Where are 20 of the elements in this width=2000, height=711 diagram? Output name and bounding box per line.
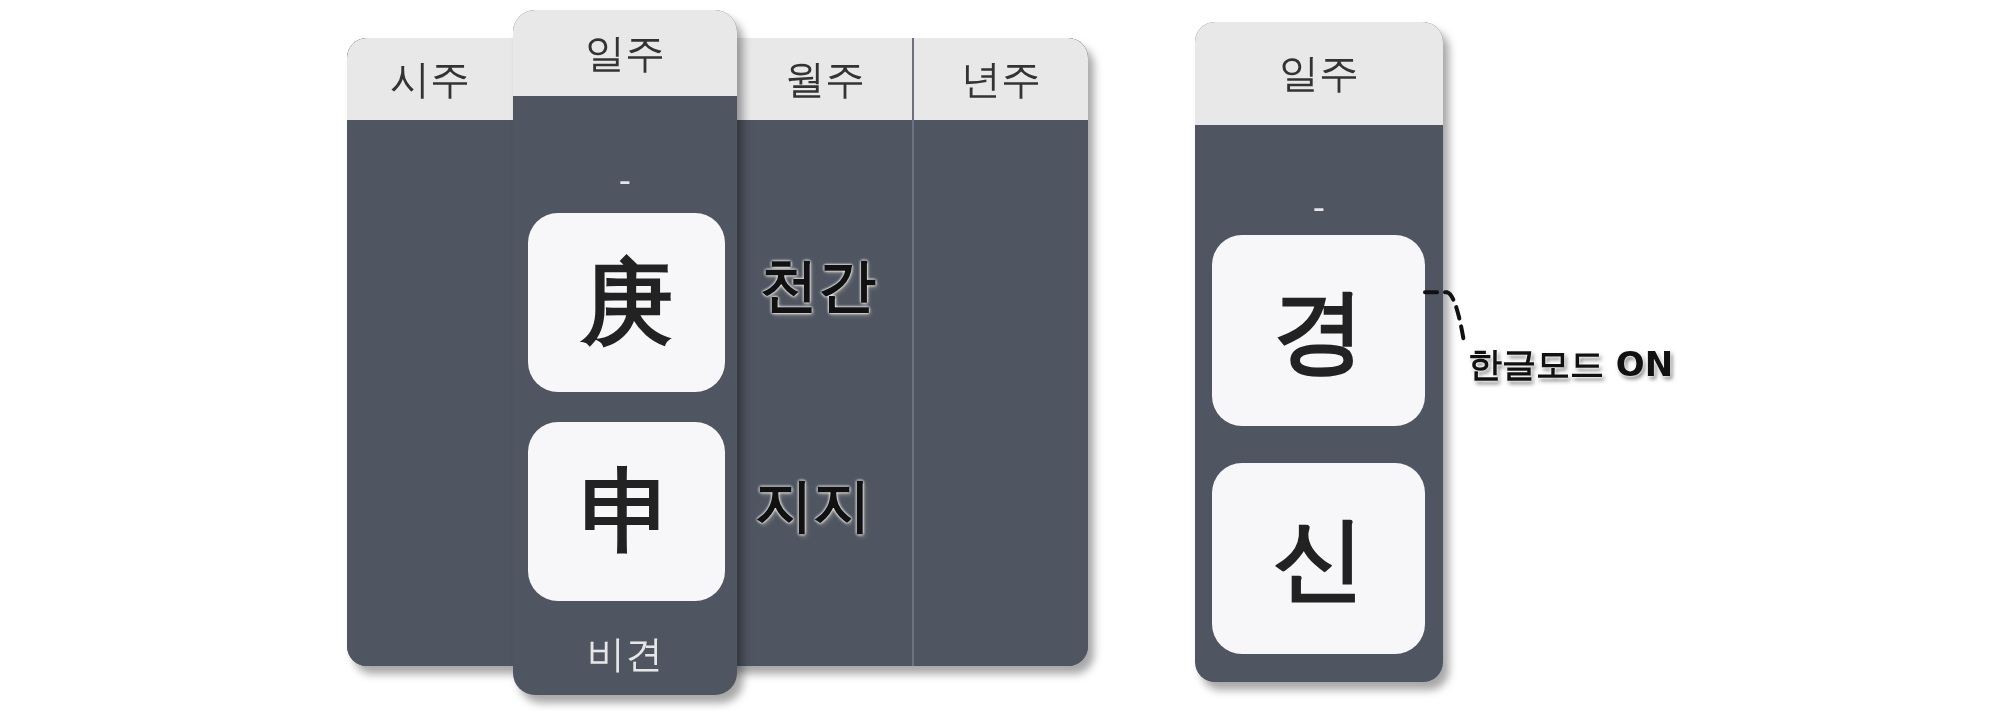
character-card: 경 <box>1212 235 1425 426</box>
column-header: 시주 <box>347 38 513 120</box>
pillar-column <box>737 38 912 666</box>
pillar-column <box>1195 22 1443 682</box>
annotation-text: 한글모드 ON <box>1468 340 1674 388</box>
column-header: 월주 <box>737 38 912 120</box>
pillar-text: 비견 <box>586 631 664 677</box>
column-header: 일주 <box>1195 22 1443 125</box>
annotation-text: 천간 <box>760 250 876 320</box>
annotation-text: 지지 <box>755 470 871 540</box>
character-card: 申 <box>528 422 725 601</box>
column-header: 일주 <box>513 10 737 96</box>
pillar-text: - <box>1311 187 1327 227</box>
pillar-text: - <box>617 160 633 200</box>
column-header: 년주 <box>914 38 1088 120</box>
character-card: 庚 <box>528 213 725 392</box>
pillar-column <box>912 38 1088 666</box>
pillar-column <box>347 38 513 666</box>
pillar-column <box>513 10 737 695</box>
character-card: 신 <box>1212 463 1425 654</box>
